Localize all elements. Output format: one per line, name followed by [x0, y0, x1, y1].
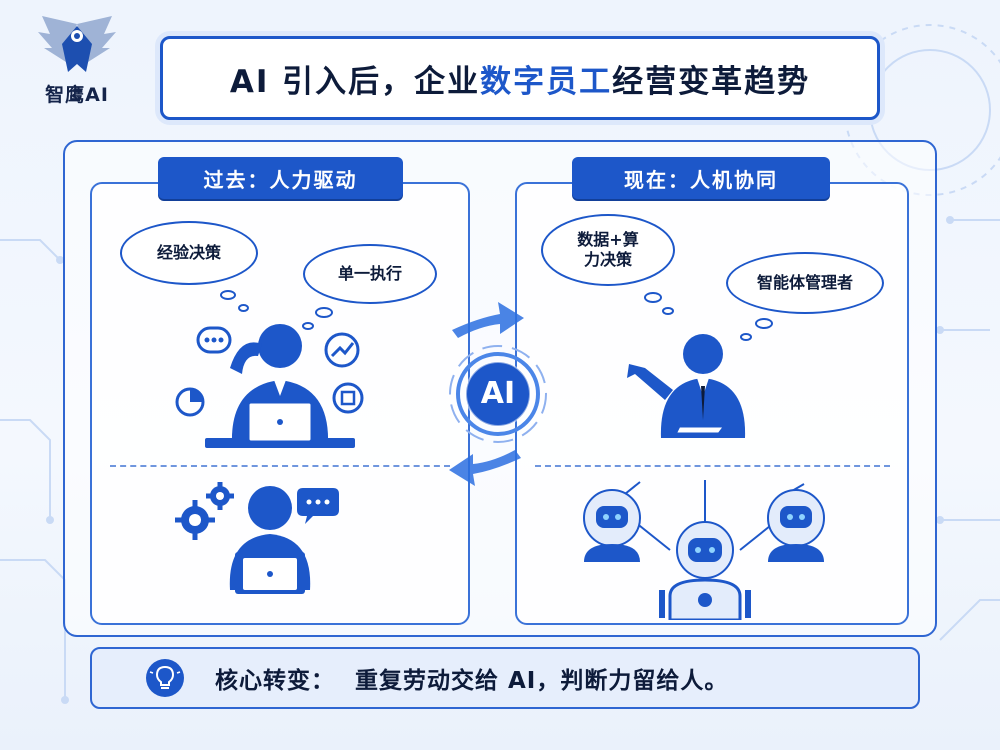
robot-agents-network-icon [583, 480, 825, 620]
present-divider [535, 465, 890, 467]
worker-at-laptop-icon [175, 324, 364, 448]
thought-dot [755, 318, 773, 329]
thought-dot [238, 304, 249, 312]
title-highlight: 数字员工 [480, 63, 613, 100]
thought-dot [662, 307, 674, 315]
bubble-text: 数据+算 力决策 [577, 230, 639, 269]
thought-dot [302, 322, 314, 330]
thought-dot [644, 292, 662, 303]
ai-badge-label: AI [480, 376, 516, 411]
logo-text: 智鹰AI [45, 84, 109, 106]
page-title: AI 引入后，企业数字员工经营变革趋势 [230, 56, 810, 101]
thought-dot [315, 307, 333, 318]
bubble-single-execution: 单一执行 [303, 244, 437, 304]
worker-with-gears-icon [175, 482, 339, 594]
arrow-left-icon [449, 450, 521, 486]
arrow-right-icon [452, 302, 524, 338]
lightbulb-icon [145, 658, 185, 698]
past-label: 过去：人力驱动 [158, 157, 403, 199]
thought-dot [220, 290, 236, 300]
logo: 智鹰AI [22, 14, 132, 114]
banner-label: 核心转变： [215, 668, 335, 694]
manager-presenting-icon [627, 334, 746, 438]
core-shift-banner: 核心转变： 重复劳动交给 AI，判断力留给人。 [90, 647, 920, 709]
ai-badge: AI [445, 338, 551, 450]
title-suffix: 经营变革趋势 [612, 63, 811, 100]
bubble-agent-manager: 智能体管理者 [726, 252, 884, 314]
past-divider [110, 465, 450, 467]
thought-dot [740, 333, 752, 341]
bubble-experience-decision: 经验决策 [120, 221, 258, 285]
banner-text: 重复劳动交给 AI，判断力留给人。 [355, 668, 729, 694]
eagle-logo-icon [38, 16, 116, 72]
title-prefix: AI 引入后，企业 [229, 63, 481, 100]
title-box: AI 引入后，企业数字员工经营变革趋势 [160, 36, 880, 120]
bubble-data-computing-decision: 数据+算 力决策 [541, 214, 675, 286]
present-label: 现在：人机协同 [572, 157, 830, 199]
